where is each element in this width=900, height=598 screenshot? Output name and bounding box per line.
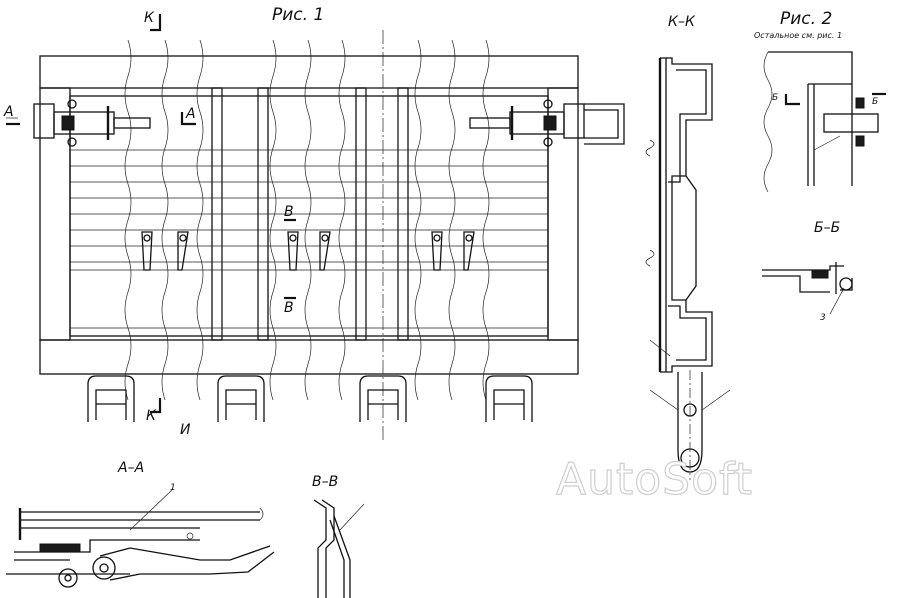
fig2-view [763, 51, 886, 193]
cut-markers [6, 14, 296, 414]
section-kk-title: К–К [668, 14, 696, 30]
main-frame-view [6, 14, 625, 440]
cut-mark-b-left: Б [772, 93, 778, 103]
callout-1: 1 [170, 483, 176, 493]
section-bb-title: Б–Б [814, 220, 840, 236]
cut-mark-a-left: А [3, 104, 14, 120]
section-aa-title: А–А [117, 460, 144, 476]
cut-mark-b-right: Б [872, 97, 878, 107]
section-vv-title: В–В [312, 474, 338, 490]
cut-mark-a-right: А [185, 106, 196, 122]
cut-mark-k-top: К [144, 10, 155, 26]
right-latch [469, 99, 625, 147]
section-aa [6, 489, 275, 588]
cut-mark-v-top: В [284, 204, 294, 220]
section-kk [645, 57, 731, 480]
callout-3: 3 [820, 313, 826, 323]
fig2-note: Остальное см. рис. 1 [754, 31, 842, 40]
fig2-title: Рис. 2 [780, 9, 832, 29]
steps [87, 375, 533, 422]
section-bb [762, 262, 853, 315]
cut-mark-k-bottom: К [146, 408, 157, 424]
view-mark-i: И [180, 422, 191, 438]
watermark: AutoSoft [556, 454, 753, 505]
hooks [141, 231, 475, 271]
left-latch [33, 99, 151, 147]
cut-mark-v-bottom: В [284, 300, 294, 316]
fig1-title: Рис. 1 [272, 5, 324, 25]
section-vv [313, 499, 365, 598]
